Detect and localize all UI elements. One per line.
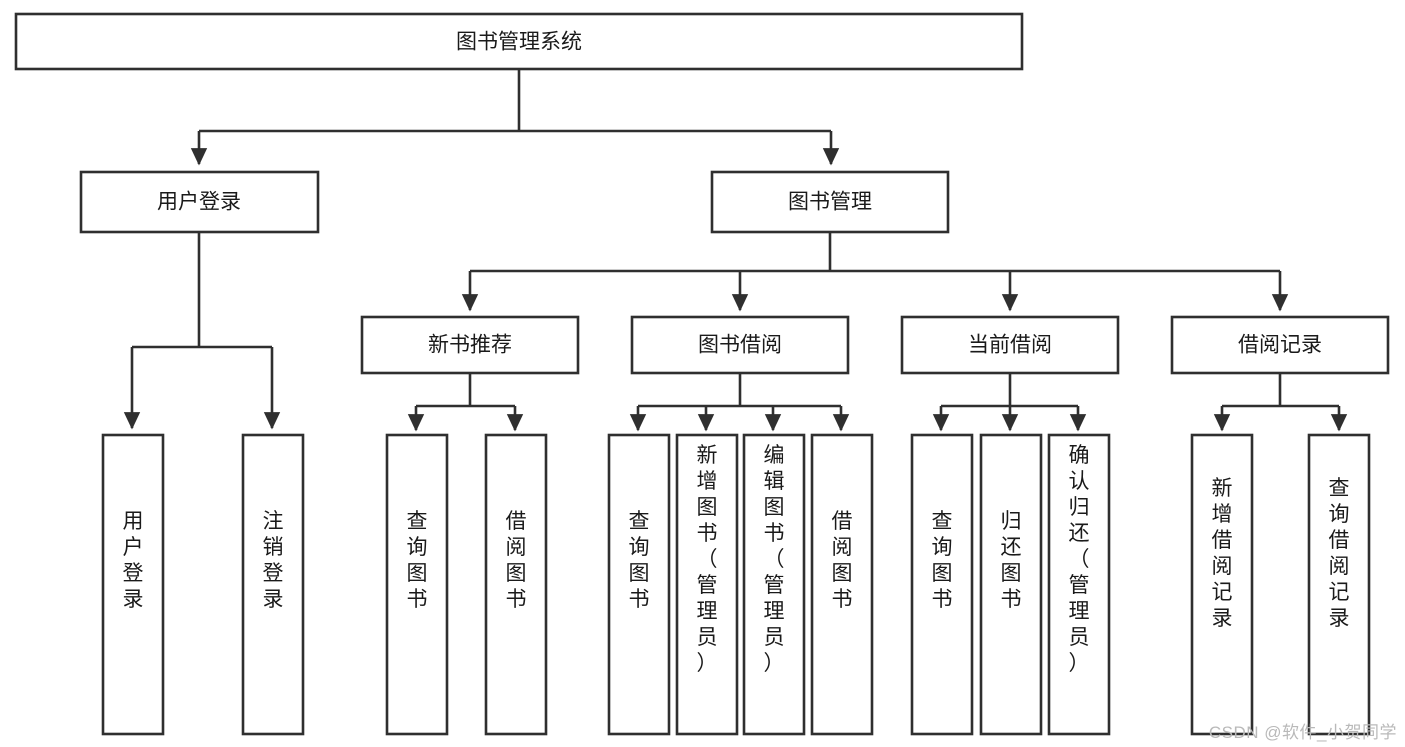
edges-borrow-records-to-leaves: [1213, 373, 1348, 432]
edges-book-manage-to-level3: [461, 232, 1289, 312]
edges-current-borrow-to-leaves: [932, 373, 1087, 432]
node-book-borrow-label: 图书借阅: [698, 334, 782, 357]
node-user-login-label: 用户登录: [157, 191, 241, 214]
node-current-borrow[interactable]: 当前借阅: [900, 315, 1120, 375]
leaf-borrow-query-book-label: 查询图书: [629, 510, 650, 611]
node-book-borrow-box[interactable]: [630, 315, 850, 375]
edges-root-to-level2: [190, 69, 840, 166]
leaf-user-login-logout-label: 注销登录: [263, 510, 284, 611]
leaf-borrow-edit-book-box[interactable]: [742, 433, 806, 736]
node-new-book-recommend-label: 新书推荐: [428, 334, 512, 357]
leaf-borrow-add-book-label: 新增图书（管理员）: [697, 444, 718, 675]
node-borrow-records-label: 借阅记录: [1238, 334, 1322, 357]
leaf-borrow-borrow-book-box[interactable]: [810, 433, 874, 736]
leaf-user-login-logout[interactable]: 注销登录: [241, 433, 305, 736]
node-book-borrow[interactable]: 图书借阅: [630, 315, 850, 375]
leaf-records-query-box[interactable]: [1307, 433, 1371, 736]
leaf-new-book-borrow-label: 借阅图书: [506, 510, 527, 611]
leaf-borrow-add-book[interactable]: 新增图书（管理员）: [675, 433, 739, 736]
leaf-borrow-query-book-box[interactable]: [607, 433, 671, 736]
leaf-current-confirm-return-label: 确认归还（管理员）: [1069, 444, 1090, 675]
leaf-current-query-book[interactable]: 查询图书: [910, 433, 974, 736]
node-book-manage-box[interactable]: [710, 170, 950, 234]
leaf-new-book-borrow-box[interactable]: [484, 433, 548, 736]
leaf-new-book-query-box[interactable]: [385, 433, 449, 736]
leaf-new-book-query[interactable]: 查询图书: [385, 433, 449, 736]
node-current-borrow-label: 当前借阅: [968, 334, 1052, 357]
leaf-user-login-login-box[interactable]: [101, 433, 165, 736]
leaf-records-add-box[interactable]: [1190, 433, 1254, 736]
edges-book-borrow-to-leaves: [629, 373, 850, 432]
leaf-user-login-login[interactable]: 用户登录: [101, 433, 165, 736]
leaf-records-add-label: 新增借阅记录: [1212, 477, 1233, 630]
leaf-current-query-book-label: 查询图书: [932, 510, 953, 611]
leaf-new-book-query-label: 查询图书: [407, 510, 428, 611]
leaf-borrow-edit-book[interactable]: 编辑图书（管理员）: [742, 433, 806, 736]
leaf-current-return-book[interactable]: 归还图书: [979, 433, 1043, 736]
node-new-book-recommend-box[interactable]: [360, 315, 580, 375]
node-borrow-records[interactable]: 借阅记录: [1170, 315, 1390, 375]
leaf-current-confirm-return-box[interactable]: [1047, 433, 1111, 736]
edges-new-book-to-leaves: [407, 373, 524, 432]
node-current-borrow-box[interactable]: [900, 315, 1120, 375]
leaf-borrow-query-book[interactable]: 查询图书: [607, 433, 671, 736]
leaf-records-add[interactable]: 新增借阅记录: [1190, 433, 1254, 736]
leaf-new-book-borrow[interactable]: 借阅图书: [484, 433, 548, 736]
node-book-manage[interactable]: 图书管理: [710, 170, 950, 234]
node-borrow-records-box[interactable]: [1170, 315, 1390, 375]
leaf-current-return-book-box[interactable]: [979, 433, 1043, 736]
leaf-records-query[interactable]: 查询借阅记录: [1307, 433, 1371, 736]
leaf-current-return-book-label: 归还图书: [1001, 510, 1022, 611]
leaf-records-query-label: 查询借阅记录: [1329, 477, 1350, 630]
node-root-box[interactable]: [14, 12, 1024, 71]
leaf-borrow-add-book-box[interactable]: [675, 433, 739, 736]
leaf-current-query-book-box[interactable]: [910, 433, 974, 736]
node-book-manage-label: 图书管理: [788, 191, 872, 214]
leaf-user-login-logout-box[interactable]: [241, 433, 305, 736]
edges-user-login-to-leaves: [123, 232, 281, 430]
leaf-user-login-login-label: 用户登录: [123, 510, 144, 611]
leaf-borrow-borrow-book[interactable]: 借阅图书: [810, 433, 874, 736]
node-root[interactable]: 图书管理系统: [14, 12, 1024, 71]
node-user-login[interactable]: 用户登录: [79, 170, 320, 234]
leaf-borrow-borrow-book-label: 借阅图书: [832, 510, 853, 611]
leaf-borrow-edit-book-label: 编辑图书（管理员）: [764, 444, 785, 675]
node-root-label: 图书管理系统: [456, 31, 582, 54]
node-new-book-recommend[interactable]: 新书推荐: [360, 315, 580, 375]
leaf-current-confirm-return[interactable]: 确认归还（管理员）: [1047, 433, 1111, 736]
